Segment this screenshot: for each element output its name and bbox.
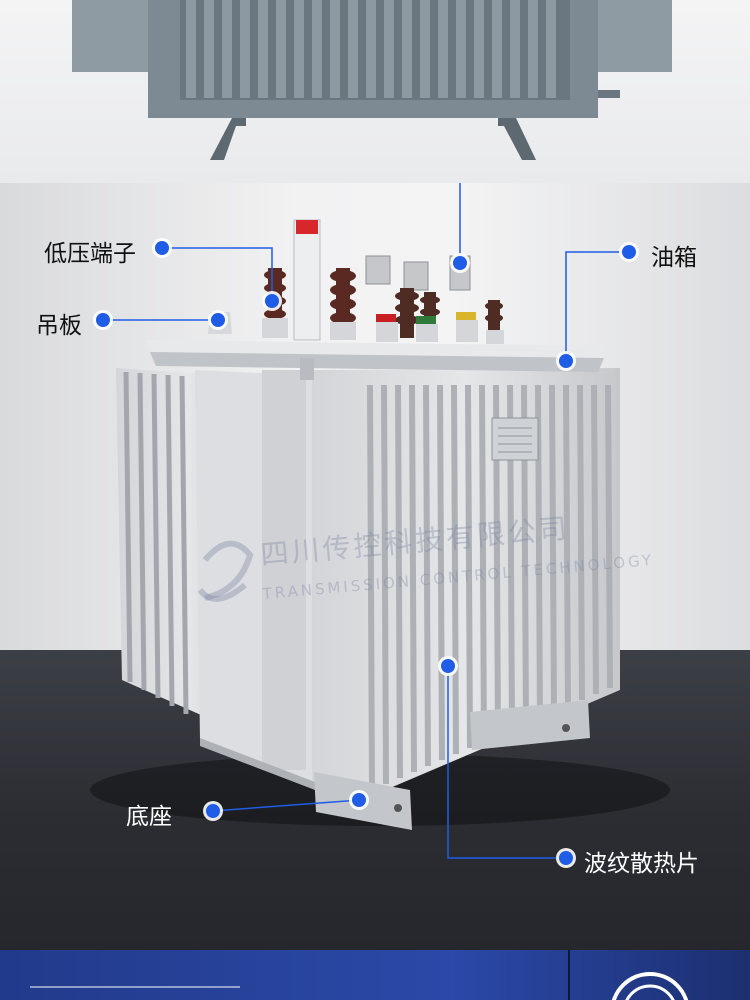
label-base: 底座 — [126, 804, 172, 830]
transformer-top-view — [72, 0, 672, 160]
label-corrugated-radiator: 波纹散热片 — [584, 851, 699, 877]
callout-dot-radiator — [441, 659, 455, 673]
callout-dot-oil-tank — [622, 245, 636, 259]
banner-divider — [568, 950, 570, 1000]
callout-dot-lifting-plate — [96, 313, 110, 327]
callout-dot-low-voltage — [155, 241, 169, 255]
logo-emblem — [30, 972, 689, 1000]
callout-dot-oil-tank-end — [559, 354, 573, 368]
top-product-photo — [0, 0, 750, 183]
callout-dot-base — [206, 804, 220, 818]
label-low-voltage-terminal: 低压端子 — [44, 241, 136, 267]
callout-dot-top — [453, 256, 467, 270]
callout-dot-radiator-end — [559, 851, 573, 865]
bottom-banner — [0, 950, 750, 1000]
callout-dot-low-voltage-end — [265, 294, 279, 308]
label-oil-tank: 油箱 — [651, 245, 697, 271]
callout-dot-lifting-plate-end — [211, 313, 225, 327]
label-lifting-plate: 吊板 — [36, 313, 82, 339]
callout-dot-base-end — [352, 793, 366, 807]
